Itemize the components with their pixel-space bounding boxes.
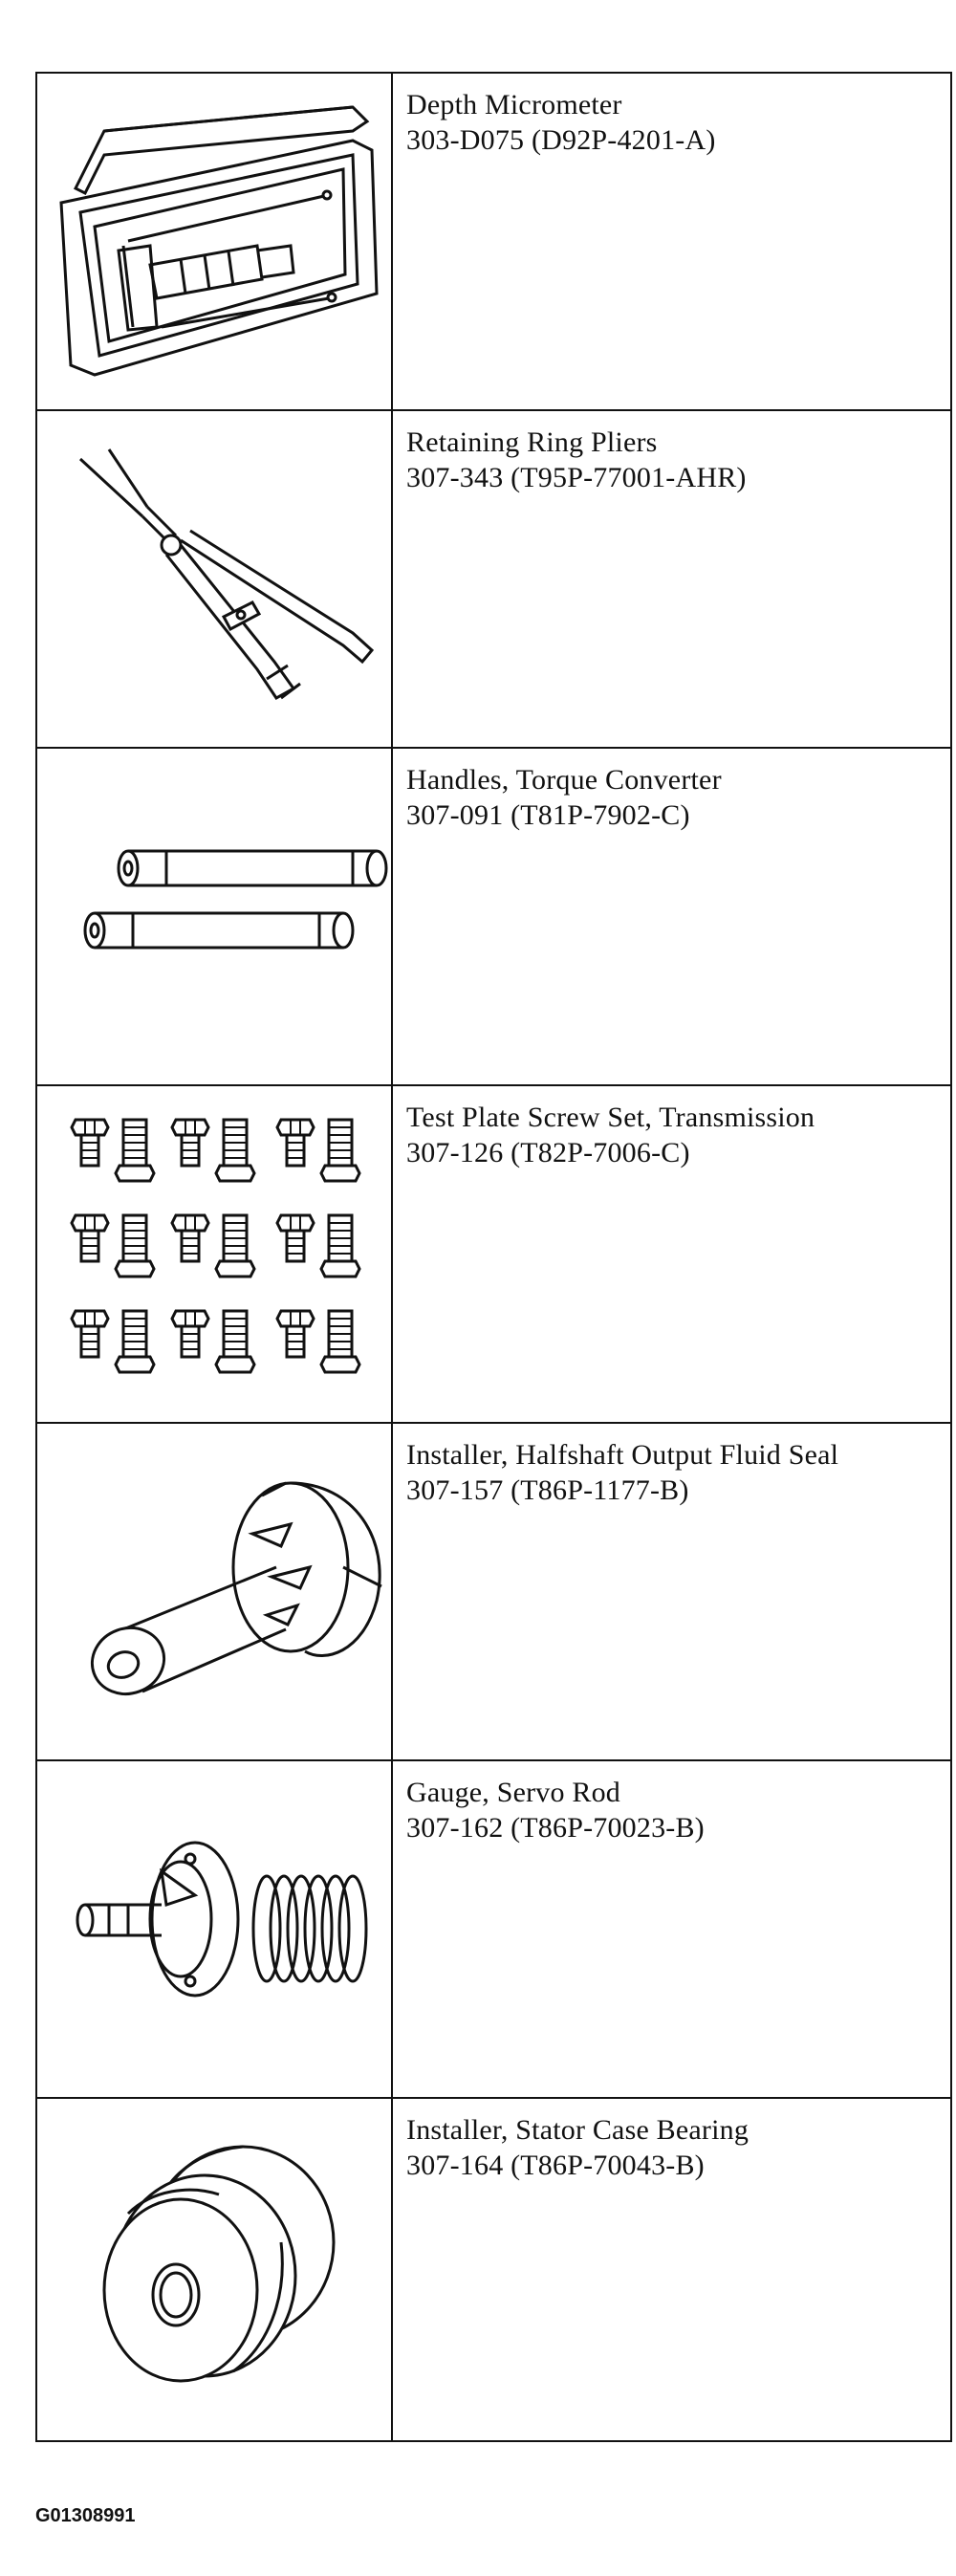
depth-micrometer-icon	[37, 74, 391, 408]
special-tools-table: Depth Micrometer 303-D075 (D92P-4201-A)	[35, 72, 952, 2442]
servo-rod-gauge-icon	[37, 1761, 391, 2096]
tool-part-number: 307-126 (T82P-7006-C)	[406, 1137, 690, 1168]
tool-name: Retaining Ring Pliers	[406, 426, 658, 458]
tool-row-test-plate-screw-set: Test Plate Screw Set, Transmission 307-1…	[35, 1084, 952, 1424]
tool-description-cell: Installer, Stator Case Bearing 307-164 (…	[391, 2097, 952, 2442]
tool-row-servo-rod-gauge: Gauge, Servo Rod 307-162 (T86P-70023-B)	[35, 1759, 952, 2099]
figure-id: G01308991	[35, 2505, 136, 2526]
tool-name: Test Plate Screw Set, Transmission	[406, 1102, 815, 1133]
bearing-installer-icon	[37, 2099, 391, 2434]
tool-row-retaining-ring-pliers: Retaining Ring Pliers 307-343 (T95P-7700…	[35, 409, 952, 749]
tool-illustration-cell	[35, 1422, 393, 1761]
screw-set-icon	[70, 1118, 361, 1374]
tool-part-number: 307-343 (T95P-77001-AHR)	[406, 462, 747, 493]
tool-name: Gauge, Servo Rod	[406, 1777, 620, 1808]
tool-illustration-cell	[35, 747, 393, 1086]
retaining-ring-pliers-icon	[37, 411, 391, 746]
tool-name: Handles, Torque Converter	[406, 764, 722, 796]
tool-part-number: 303-D075 (D92P-4201-A)	[406, 124, 716, 156]
tool-description-cell: Test Plate Screw Set, Transmission 307-1…	[391, 1084, 952, 1424]
tool-name: Installer, Stator Case Bearing	[406, 2114, 750, 2146]
tool-name: Depth Micrometer	[406, 89, 622, 120]
torque-converter-handles-icon	[37, 749, 391, 1083]
tool-description-cell: Gauge, Servo Rod 307-162 (T86P-70023-B)	[391, 1759, 952, 2099]
tool-part-number: 307-162 (T86P-70023-B)	[406, 1812, 705, 1844]
seal-installer-icon	[37, 1424, 391, 1758]
tool-row-depth-micrometer: Depth Micrometer 303-D075 (D92P-4201-A)	[35, 72, 952, 411]
tool-illustration-cell	[35, 1084, 393, 1424]
tool-description-cell: Depth Micrometer 303-D075 (D92P-4201-A)	[391, 72, 952, 411]
special-tools-sheet: Depth Micrometer 303-D075 (D92P-4201-A)	[35, 72, 952, 2442]
tool-illustration-cell	[35, 2097, 393, 2442]
tool-description-cell: Handles, Torque Converter 307-091 (T81P-…	[391, 747, 952, 1086]
tool-row-halfshaft-seal-installer: Installer, Halfshaft Output Fluid Seal 3…	[35, 1422, 952, 1761]
tool-part-number: 307-157 (T86P-1177-B)	[406, 1474, 689, 1506]
tool-part-number: 307-164 (T86P-70043-B)	[406, 2150, 705, 2181]
tool-illustration-cell	[35, 1759, 393, 2099]
tool-row-stator-bearing-installer: Installer, Stator Case Bearing 307-164 (…	[35, 2097, 952, 2442]
tool-name: Installer, Halfshaft Output Fluid Seal	[406, 1439, 839, 1471]
tool-row-torque-converter-handles: Handles, Torque Converter 307-091 (T81P-…	[35, 747, 952, 1086]
tool-description-cell: Retaining Ring Pliers 307-343 (T95P-7700…	[391, 409, 952, 749]
tool-part-number: 307-091 (T81P-7902-C)	[406, 799, 690, 831]
tool-description-cell: Installer, Halfshaft Output Fluid Seal 3…	[391, 1422, 952, 1761]
tool-illustration-cell	[35, 409, 393, 749]
tool-illustration-cell	[35, 72, 393, 411]
